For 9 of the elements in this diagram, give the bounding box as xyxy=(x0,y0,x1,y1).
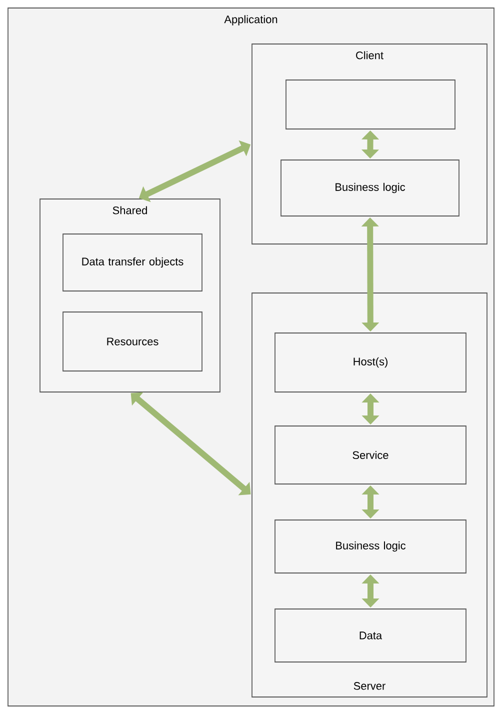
component-box: Resources xyxy=(62,312,202,372)
component-box: Service xyxy=(274,426,466,484)
component-box: Business logic xyxy=(280,160,460,216)
double-arrow xyxy=(130,392,251,496)
component-box xyxy=(286,80,456,130)
component-box: Host(s) xyxy=(274,332,466,392)
component-box: Data transfer objects xyxy=(62,234,202,292)
component-box: Business logic xyxy=(274,520,466,574)
component-box: Data xyxy=(274,608,466,662)
